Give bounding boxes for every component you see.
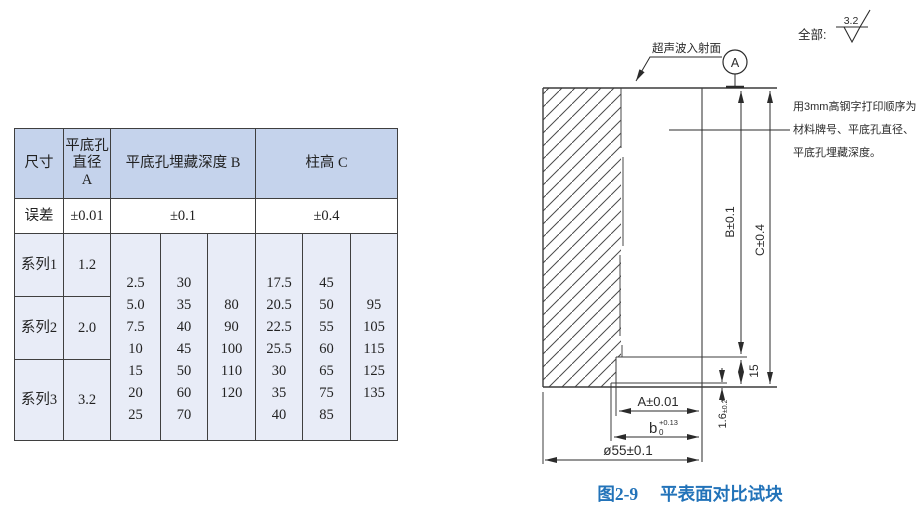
- table-value: 40: [271, 406, 287, 423]
- table-value: 40: [176, 318, 192, 335]
- series3-a-value: 3.2: [63, 359, 111, 441]
- series1-label: 系列1: [14, 233, 64, 297]
- c-values-col2: 45 50 55 60 65 75 85: [302, 233, 351, 441]
- table-value: 45: [176, 340, 192, 357]
- header-hole-diameter-line1: 平底孔: [65, 138, 109, 154]
- header-hole-diameter-line3: A: [81, 172, 93, 188]
- table-value: 30: [176, 274, 192, 291]
- table-value: 70: [176, 406, 192, 423]
- spec-table: 尺寸 平底孔 直径 A 平底孔埋藏深度 B 柱高 C 误差 ±0.01 ±0.1…: [14, 128, 398, 441]
- series1-a-value: 1.2: [63, 233, 111, 297]
- table-value: 45: [319, 274, 334, 291]
- tolerance-a: ±0.01: [63, 198, 111, 234]
- table-value: 110: [220, 362, 243, 379]
- table-value: 105: [363, 318, 385, 335]
- table-value: 100: [220, 340, 243, 357]
- series1-row: 系列1 1.2 2.5 5.0 7.5 10 15 20 25 30 35 40 45 50 60 70…: [14, 233, 398, 441]
- b-values-col2: 30 35 40 45 50 60 70: [160, 233, 208, 441]
- flat-bottom-hole: [610, 356, 747, 441]
- series2-a-value: 2.0: [63, 296, 111, 360]
- roughness-value: 3.2: [844, 15, 859, 27]
- figure-caption: 图2-9 平表面对比试块: [540, 481, 840, 506]
- dim-b-diameter-sup: +0.13: [659, 418, 678, 427]
- surface-roughness-note: 全部: 3.2: [798, 9, 871, 44]
- b-values-col1: 2.5 5.0 7.5 10 15 20 25: [110, 233, 161, 441]
- table-value: 95: [366, 296, 382, 313]
- stamping-note-line1: 用3mm高钢字打印顺序为:: [793, 99, 916, 113]
- series3-label: 系列3: [14, 359, 64, 441]
- table-value: 2.5: [126, 274, 145, 291]
- b-values-col3: 80 90 100 110 120: [207, 233, 256, 441]
- dim-outer-diameter: ø55±0.1: [603, 443, 652, 458]
- table-value: 15: [128, 362, 143, 379]
- dimensions: [545, 91, 773, 463]
- table-value: 22.5: [266, 318, 292, 335]
- section-hatch-area: [543, 88, 624, 387]
- table-value: 25: [128, 406, 143, 423]
- table-value: 17.5: [266, 274, 292, 291]
- stamping-note-line3: 平底孔埋藏深度。: [793, 145, 881, 159]
- datum-a-label: A: [731, 56, 740, 70]
- table-value: 50: [176, 362, 192, 379]
- c-values-col3: 95 105 115 125 135: [350, 233, 398, 441]
- stamping-note-line2: 材料牌号、平底孔直径、: [793, 122, 914, 136]
- block-outline: [542, 87, 777, 464]
- datum-a-symbol: A: [722, 49, 748, 89]
- table-value: 120: [220, 384, 243, 401]
- dim-web-value: 1.6: [717, 413, 729, 428]
- stamping-note: 用3mm高钢字打印顺序为: 材料牌号、平底孔直径、 平底孔埋藏深度。: [669, 99, 916, 159]
- table-value: 115: [363, 340, 385, 357]
- test-block-drawing: B±0.1 C±0.4 15 1.6±0.2 A±0.01 b +0.13 0 …: [542, 9, 916, 464]
- table-value: 35: [176, 296, 192, 313]
- table-value: 50: [319, 296, 334, 313]
- incident-surface-label: 超声波入射面: [652, 41, 721, 55]
- table-value: 125: [363, 362, 385, 379]
- table-value: 10: [128, 340, 143, 357]
- table-value: 20.5: [266, 296, 292, 313]
- header-burial-depth: 平底孔埋藏深度 B: [110, 128, 256, 199]
- table-value: 25.5: [266, 340, 292, 357]
- header-column-height: 柱高 C: [255, 128, 398, 199]
- tolerance-c: ±0.4: [255, 198, 398, 234]
- dim-b-diameter-sub: 0: [659, 428, 664, 437]
- figure-title: 平表面对比试块: [660, 484, 783, 504]
- table-value: 20: [128, 384, 143, 401]
- header-size: 尺寸: [14, 128, 64, 199]
- table-value: 35: [271, 384, 287, 401]
- table-header-row: 尺寸 平底孔 直径 A 平底孔埋藏深度 B 柱高 C: [14, 128, 398, 199]
- c-values-col1: 17.5 20.5 22.5 25.5 30 35 40: [255, 233, 303, 441]
- table-value: 85: [319, 406, 334, 423]
- table-value: 75: [319, 384, 334, 401]
- series3-row: 系列3 3.2: [14, 359, 398, 441]
- dim-a-diameter: A±0.01: [637, 394, 678, 409]
- dim-c-height: C±0.4: [753, 224, 767, 256]
- series2-label: 系列2: [14, 296, 64, 360]
- series2-row: 系列2 2.0: [14, 296, 398, 360]
- dim-web-tolerance: ±0.2: [722, 399, 729, 413]
- tolerance-label: 误差: [14, 198, 64, 234]
- table-value: 80: [224, 296, 239, 313]
- incident-surface-callout: 超声波入射面: [635, 41, 722, 82]
- table-value: 30: [271, 362, 287, 379]
- tolerance-b: ±0.1: [110, 198, 256, 234]
- dim-counterbore-depth: 1.6±0.2: [717, 399, 729, 428]
- figure-number: 图2-9: [597, 484, 639, 504]
- table-value: 60: [176, 384, 192, 401]
- dim-hole-depth: 15: [747, 364, 761, 378]
- table-value: 90: [224, 318, 239, 335]
- table-value: 65: [319, 362, 334, 379]
- table-value: 7.5: [126, 318, 145, 335]
- table-value: 5.0: [126, 296, 145, 313]
- table-value: 55: [319, 318, 334, 335]
- dim-b-diameter: b: [649, 420, 657, 437]
- tolerance-row: 误差 ±0.01 ±0.1 ±0.4: [14, 198, 398, 234]
- roughness-icon: [836, 9, 871, 44]
- table-value: 60: [319, 340, 334, 357]
- header-hole-diameter: 平底孔 直径 A: [63, 128, 111, 199]
- header-hole-diameter-line2: 直径: [72, 155, 102, 171]
- table-value: 135: [363, 384, 385, 401]
- dim-b-depth: B±0.1: [723, 206, 737, 238]
- surface-note-label: 全部:: [798, 27, 826, 42]
